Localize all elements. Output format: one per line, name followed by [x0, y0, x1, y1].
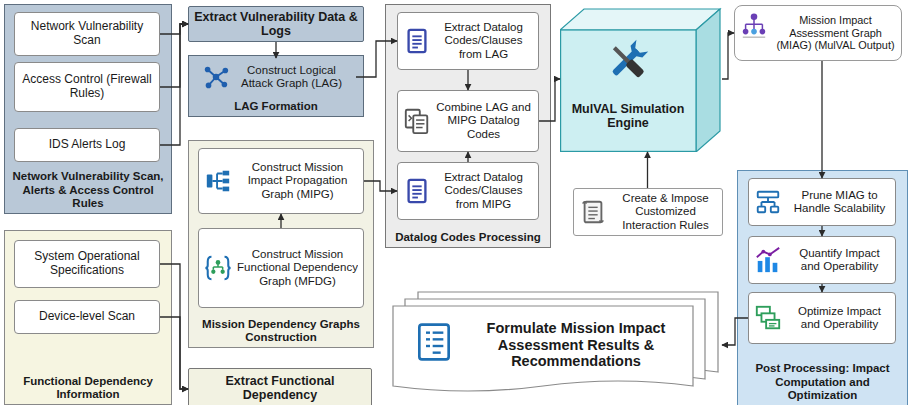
engine-cube: MulVAL Simulation Engine [560, 6, 722, 152]
node-text: Create & Impose Customized Interaction R… [614, 192, 717, 232]
flow-arrow [821, 61, 822, 178]
input-group: Functional Dependency Information System … [4, 230, 172, 405]
text-area: Mission Dependency Graphs Construction [193, 318, 369, 344]
graph-icon [202, 63, 230, 91]
group-label: Post Processing: Impact Computation and … [742, 362, 903, 402]
text-area: Prune MIAG to Handle Scalability [789, 181, 890, 223]
process-box: Extract Datalog Codes/Clauses from LAG [397, 12, 539, 70]
node-text: Quantify Impact and Operability [789, 247, 890, 273]
text-area: Network Vulnerability Scan, Alerts & Acc… [9, 170, 167, 210]
stage-group: Mission Dependency Graphs Construction Co… [188, 140, 374, 348]
group-label: Functional Dependency Information [9, 375, 167, 401]
node-text: Extract Datalog Codes/Clauses from LAG [434, 21, 533, 61]
doc-icon [403, 27, 431, 55]
group-label: LAG Formation [234, 100, 318, 113]
braces-icon [204, 254, 232, 282]
node-text: Extract Functional Dependency [194, 374, 366, 403]
node-text: MulVAL Simulation Engine [566, 102, 690, 131]
input-group: Network Vulnerability Scan, Alerts & Acc… [4, 4, 172, 214]
node-text: Optimize Impact and Operability [789, 305, 890, 331]
text-area: Combine LAG and MIPG Datalog Codes [434, 93, 533, 149]
tree-icon [740, 12, 768, 40]
stage-group: LAG Formation Construct Logical Attack Gr… [188, 55, 364, 117]
process-box: Extract Datalog Codes/Clauses from MIPG [397, 162, 539, 220]
text-area: Construct Mission Impact Propagation Gra… [237, 151, 358, 211]
node-text: Construct Logical Attack Graph (LAG) [233, 64, 350, 90]
layers-icon [754, 304, 782, 332]
flow-icon [204, 167, 232, 195]
flow-arrow [722, 33, 734, 79]
flow-arrow [647, 152, 648, 188]
stage-group: Post Processing: Impact Computation and … [737, 170, 908, 405]
input-box: System Operational Specifications [14, 240, 160, 288]
group-label: Datalog Codes Processing [395, 231, 541, 244]
text-area: Access Control (Firewall Rules) [20, 65, 154, 109]
node-text: Access Control (Firewall Rules) [20, 73, 154, 101]
text-area: Formulate Mission Impact Assessment Resu… [470, 310, 682, 380]
process-box: Quantify Impact and Operability [748, 236, 896, 284]
process-box: Extract Vulnerability Data & Logs [188, 6, 364, 42]
text-area: Network Vulnerability Scan [20, 15, 154, 53]
prune-icon [754, 188, 782, 216]
cube-shape [560, 6, 722, 152]
text-area: Create & Impose Customized Interaction R… [614, 191, 717, 233]
text-area: Extract Datalog Codes/Clauses from MIPG [434, 165, 533, 217]
text-area: IDS Alerts Log [20, 131, 154, 159]
tools-icon [602, 36, 652, 86]
docs-icon [403, 107, 431, 135]
text-area: Extract Vulnerability Data & Logs [194, 9, 358, 39]
text-area: MulVAL Simulation Engine [566, 88, 690, 144]
input-box: Network Vulnerability Scan [14, 12, 160, 56]
text-area: Mission Impact Assessment Graph (MIAG) (… [775, 8, 896, 58]
sheet-icon [414, 322, 454, 362]
bars-icon [754, 246, 782, 274]
stage-group: Datalog Codes Processing Extract Datalog … [385, 4, 551, 248]
group-label: Mission Dependency Graphs Construction [193, 318, 369, 344]
text-area: System Operational Specifications [20, 243, 154, 285]
node-text: Formulate Mission Impact Assessment Resu… [470, 320, 682, 370]
text-area: Optimize Impact and Operability [789, 295, 890, 341]
node-text: System Operational Specifications [20, 250, 154, 278]
node-text: Combine LAG and MIPG Datalog Codes [434, 101, 533, 141]
output-box: Mission Impact Assessment Graph (MIAG) (… [734, 5, 902, 61]
node-text: Construct Mission Functional Dependency … [237, 248, 358, 288]
rules-box: Create & Impose Customized Interaction R… [573, 188, 723, 236]
input-box: Access Control (Firewall Rules) [14, 62, 160, 112]
node-text: IDS Alerts Log [49, 138, 126, 152]
process-box: Construct Logical Attack Graph (LAG) [196, 58, 356, 96]
input-box: IDS Alerts Log [14, 128, 160, 162]
node-text: Extract Datalog Codes/Clauses from MIPG [434, 171, 533, 211]
text-area: Extract Functional Dependency [194, 371, 366, 405]
node-text: Construct Mission Impact Propagation Gra… [237, 161, 358, 201]
node-text: Network Vulnerability Scan [20, 20, 154, 48]
node-text: Mission Impact Assessment Graph (MIAG) (… [775, 14, 896, 52]
process-box: Extract Functional Dependency [188, 368, 372, 405]
scroll-icon [579, 198, 607, 226]
text-area: Quantify Impact and Operability [789, 239, 890, 281]
process-box: Construct Mission Functional Dependency … [198, 228, 364, 308]
text-area: LAG Formation [193, 100, 359, 113]
process-box: Combine LAG and MIPG Datalog Codes [397, 90, 539, 152]
text-area: Construct Mission Functional Dependency … [237, 231, 358, 305]
node-text: Extract Vulnerability Data & Logs [194, 10, 358, 39]
text-area: Functional Dependency Information [9, 375, 167, 401]
text-area: Post Processing: Impact Computation and … [742, 362, 903, 402]
text-area: Device-level Scan [20, 303, 154, 331]
text-area: Extract Datalog Codes/Clauses from LAG [434, 15, 533, 67]
node-text: Prune MIAG to Handle Scalability [789, 189, 890, 215]
doc-icon [403, 177, 431, 205]
result-document: Formulate Mission Impact Assessment Resu… [392, 290, 722, 400]
text-area: Construct Logical Attack Graph (LAG) [233, 61, 350, 93]
input-box: Device-level Scan [14, 300, 160, 334]
text-area: Datalog Codes Processing [390, 231, 546, 244]
process-box: Optimize Impact and Operability [748, 292, 896, 344]
node-text: Device-level Scan [39, 310, 135, 324]
group-label: Network Vulnerability Scan, Alerts & Acc… [9, 170, 167, 210]
process-box: Construct Mission Impact Propagation Gra… [198, 148, 364, 214]
process-box: Prune MIAG to Handle Scalability [748, 178, 896, 226]
